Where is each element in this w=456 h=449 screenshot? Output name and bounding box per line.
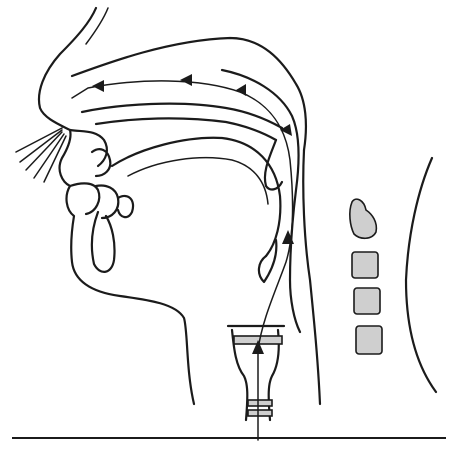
lower-teeth-root bbox=[92, 212, 115, 272]
arrow-nasopharynx bbox=[236, 84, 246, 96]
pharynx-back-wall bbox=[303, 150, 320, 404]
lower-lip bbox=[70, 183, 99, 214]
neck-back-outline bbox=[406, 158, 436, 392]
arrow-nasal-front bbox=[92, 80, 104, 92]
velum bbox=[265, 140, 282, 189]
forehead-line bbox=[86, 8, 108, 44]
nasal-airflow-lines bbox=[16, 128, 66, 182]
vertebra-2 bbox=[352, 252, 378, 278]
airflow-arrows bbox=[92, 74, 294, 354]
hard-palate bbox=[82, 104, 282, 128]
tongue-tip bbox=[118, 196, 133, 217]
epiglottis bbox=[259, 240, 276, 282]
tongue-dorsum bbox=[112, 138, 280, 256]
vertebra-3 bbox=[354, 288, 380, 314]
upper-lip bbox=[70, 130, 107, 166]
vertebra-1 bbox=[350, 199, 377, 238]
arrow-nasal-mid bbox=[180, 74, 192, 86]
palate-underside bbox=[96, 118, 276, 140]
head-outline bbox=[39, 8, 194, 404]
vertebra-4 bbox=[356, 326, 382, 354]
nasal-cavity-roof bbox=[72, 38, 306, 150]
arrow-velum bbox=[280, 124, 292, 136]
cervical-vertebrae bbox=[350, 199, 382, 354]
tongue-inner bbox=[128, 158, 268, 204]
airflow-path bbox=[72, 81, 293, 440]
